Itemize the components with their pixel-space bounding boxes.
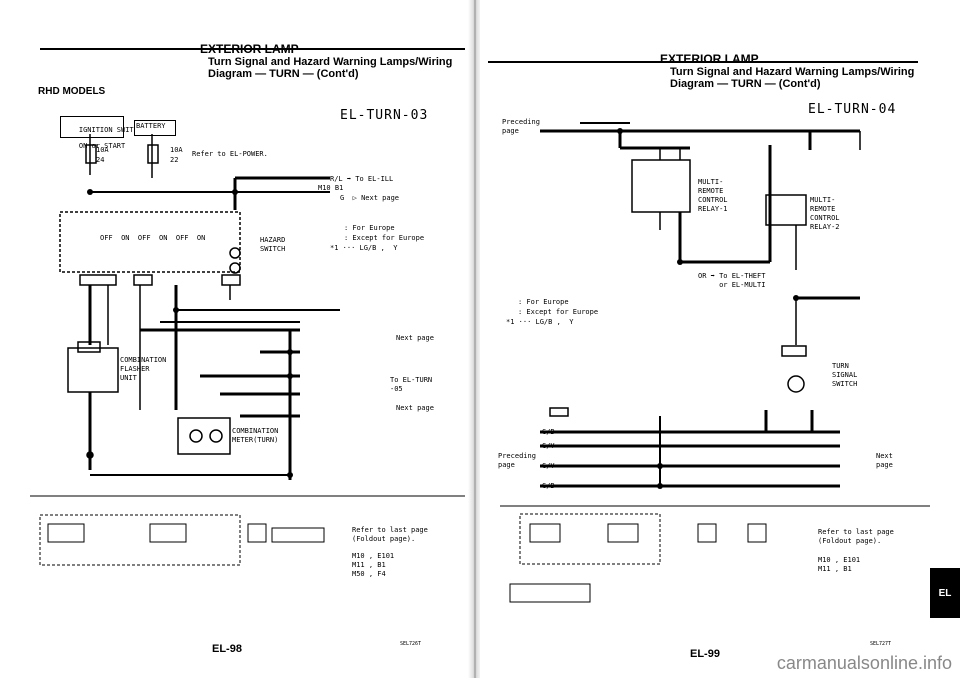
to-el-turn: To EL-TURN -05: [390, 376, 433, 393]
section-title: EXTERIOR LAMP: [200, 42, 299, 56]
title-rule-right: [488, 61, 918, 63]
conn-m10-b1: M10 B1: [318, 184, 344, 192]
conn-refs-right: M10 , E101 M11 , B1: [818, 556, 861, 573]
diagram-id-right: EL-TURN-04: [808, 102, 897, 117]
legend-star-right: *1 ··· LG/B , Y: [506, 318, 574, 326]
legend-star: *1 ··· LG/B , Y: [330, 244, 398, 252]
conn-refs-left: M10 , E101 M11 , B1 M50 , F4: [352, 552, 395, 578]
legend-except: : Except for Europe: [344, 234, 425, 242]
subtitle-line-2: Diagram — TURN — (Cont'd): [208, 68, 359, 80]
to-el-theft: OR ➡ To EL-THEFT or EL-MULTI: [698, 272, 766, 289]
ignition-switch-box: IGNITION SWITCH ON or START: [60, 116, 142, 150]
fuse-10a-left: 10A: [96, 146, 109, 154]
code-right: SEL727T: [870, 641, 892, 647]
battery-box: BATTERY: [134, 120, 176, 136]
meter-label: COMBINATION METER(TURN): [232, 427, 279, 444]
fuse-22: 22: [170, 156, 179, 164]
relay-1-label: MULTI- REMOTE CONTROL RELAY-1: [698, 178, 728, 213]
hazard-switch-label: HAZARD SWITCH: [260, 236, 286, 253]
ignition-label-1: IGNITION SWITCH: [78, 126, 143, 134]
relay-2-label: MULTI- REMOTE CONTROL RELAY-2: [810, 196, 840, 231]
left-page: EXTERIOR LAMP Turn Signal and Hazard War…: [0, 0, 470, 678]
subtitle-right-1: Turn Signal and Hazard Warning Lamps/Wir…: [670, 66, 915, 78]
turn-signal-switch: TURN SIGNAL SWITCH: [832, 362, 858, 388]
next-page-right: Next page: [876, 452, 893, 469]
fuse-10a-right: 10A: [170, 146, 183, 154]
right-wiring-diagram: [500, 122, 930, 603]
left-wiring-diagram: [30, 134, 465, 566]
flasher-label: COMBINATION FLASHER UNIT: [120, 356, 167, 382]
legend-europe: : For Europe: [344, 224, 395, 232]
legend-except-right: : Except for Europe: [518, 308, 599, 316]
subtitle-line-1: Turn Signal and Hazard Warning Lamps/Wir…: [208, 56, 453, 68]
watermark: carmanualsonline.info: [776, 653, 952, 673]
page-gutter: [468, 0, 482, 678]
section-title-right: EXTERIOR LAMP: [660, 52, 759, 66]
right-page: EXTERIOR LAMP Turn Signal and Hazard War…: [480, 0, 960, 678]
refer-last-right: Refer to last page (Foldout page).: [818, 528, 894, 545]
diagram-id: EL-TURN-03: [340, 108, 429, 123]
refer-power: Refer to EL-POWER.: [192, 150, 268, 158]
preceding-page-top: Preceding page: [502, 118, 540, 135]
title-rule: [40, 48, 465, 50]
preceding-page-bottom: Preceding page: [498, 452, 536, 469]
fuse-24: 24: [96, 156, 105, 164]
next-page-1: Next page: [396, 334, 434, 342]
next-page-g: G ▷ Next page: [340, 194, 400, 202]
legend-europe-right: : For Europe: [518, 298, 569, 306]
section-tab-el[interactable]: EL: [930, 568, 960, 618]
to-el-ill: R/L ➡ To EL-ILL: [330, 175, 394, 183]
hazard-positions: OFF ON OFF ON OFF ON: [100, 234, 206, 242]
refer-last-left: Refer to last page (Foldout page).: [352, 526, 428, 543]
model-label: RHD MODELS: [38, 86, 106, 97]
page-number: EL-98: [212, 643, 242, 655]
page-number-right: EL-99: [690, 648, 720, 660]
next-page-2: Next page: [396, 404, 434, 412]
code-left: SEL726T: [400, 641, 422, 647]
subtitle-right-2: Diagram — TURN — (Cont'd): [670, 78, 821, 90]
